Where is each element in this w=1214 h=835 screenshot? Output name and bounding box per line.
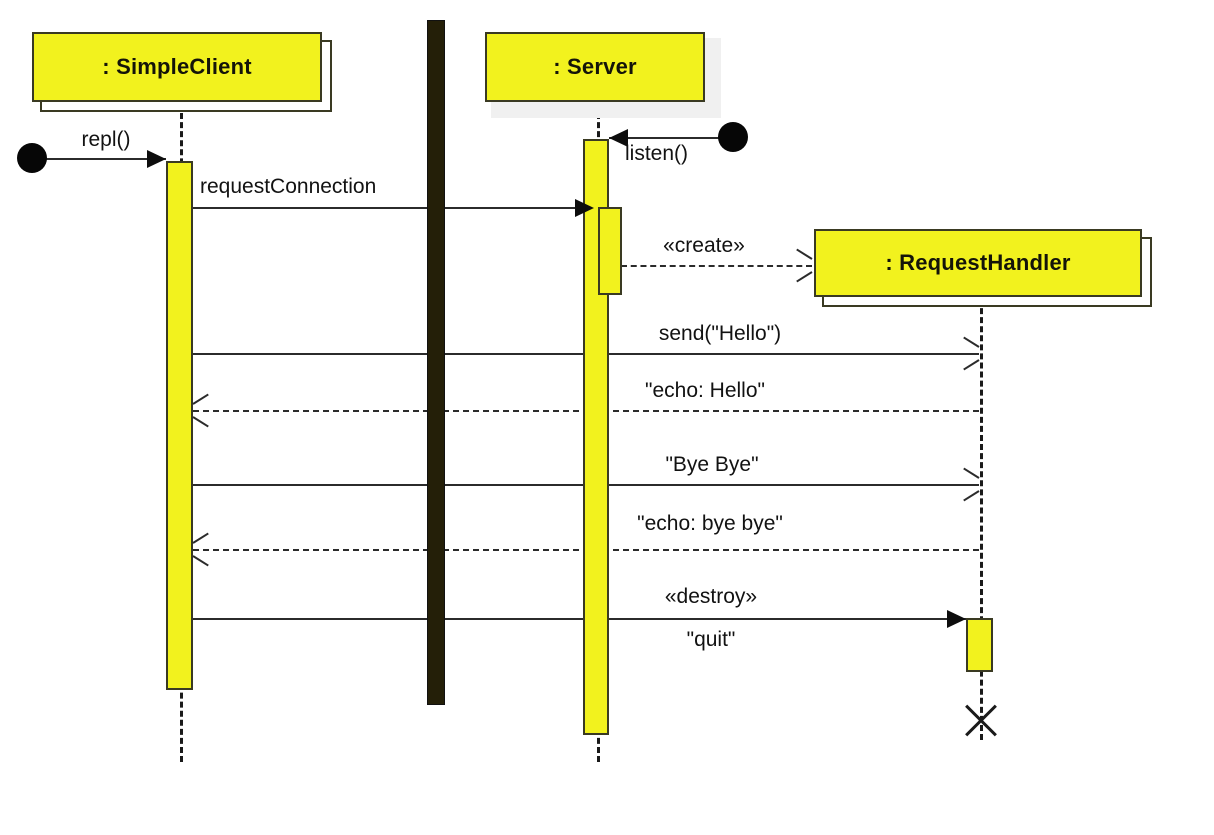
arrowhead-stroke-upper xyxy=(963,336,980,348)
requesthandler-destroy-marker xyxy=(960,698,1002,740)
message-label-requestconnection: requestConnection xyxy=(200,175,377,198)
message-label-repl: repl() xyxy=(81,128,131,151)
message-sublabel-destroy-quit: "quit" xyxy=(686,628,736,651)
simpleclient-activation[interactable] xyxy=(166,161,193,690)
message-label-listen: listen() xyxy=(625,142,689,165)
server-nested-activation[interactable] xyxy=(598,207,622,295)
message-label-destroy-quit: «destroy» xyxy=(664,585,758,608)
arrowhead-stroke-upper xyxy=(963,467,980,479)
participant-label-requesthandler: : RequestHandler xyxy=(885,250,1071,275)
arrowhead-send-hello xyxy=(961,336,981,371)
message-label-echo-bye-bye: "echo: bye bye" xyxy=(637,512,783,535)
listen-start-dot xyxy=(718,122,748,152)
arrowhead-create xyxy=(794,248,814,283)
message-label-bye-bye: "Bye Bye" xyxy=(665,453,759,476)
repl-start-dot xyxy=(17,143,47,173)
message-label-create: «create» xyxy=(663,234,745,257)
participant-simpleclient[interactable]: : SimpleClient xyxy=(32,32,322,102)
participant-label-server: : Server xyxy=(553,54,637,79)
arrowhead-repl xyxy=(147,150,166,168)
arrowhead-stroke-lower xyxy=(192,416,209,428)
arrowhead-requestconnection xyxy=(575,199,594,217)
arrowhead-stroke-lower xyxy=(796,271,813,283)
arrowhead-destroy-quit xyxy=(947,610,966,628)
arrowhead-echo-bye-bye xyxy=(192,532,213,567)
blocking-bar xyxy=(427,20,445,705)
message-line-requestconnection[interactable] xyxy=(192,207,594,209)
participant-label-simpleclient: : SimpleClient xyxy=(102,54,252,79)
arrowhead-stroke-upper xyxy=(796,248,813,260)
arrowhead-stroke-lower xyxy=(192,555,209,567)
message-line-listen[interactable] xyxy=(609,137,733,139)
lifeline-requesthandler xyxy=(980,299,983,740)
arrowhead-echo-hello xyxy=(192,393,213,428)
requesthandler-activation[interactable] xyxy=(966,618,993,672)
arrowhead-listen xyxy=(609,129,628,147)
participant-requesthandler[interactable]: : RequestHandler xyxy=(814,229,1142,297)
arrowhead-stroke-upper xyxy=(192,393,209,405)
message-line-create[interactable] xyxy=(621,265,812,267)
message-line-destroy-quit[interactable] xyxy=(192,618,966,620)
message-label-echo-hello: "echo: Hello" xyxy=(645,379,765,402)
message-line-repl[interactable] xyxy=(32,158,166,160)
message-label-send-hello: send("Hello") xyxy=(658,322,782,345)
arrowhead-stroke-lower xyxy=(963,359,980,371)
arrowhead-stroke-lower xyxy=(963,490,980,502)
participant-server[interactable]: : Server xyxy=(485,32,705,102)
arrowhead-bye-bye xyxy=(961,467,981,502)
arrowhead-stroke-upper xyxy=(192,532,209,544)
